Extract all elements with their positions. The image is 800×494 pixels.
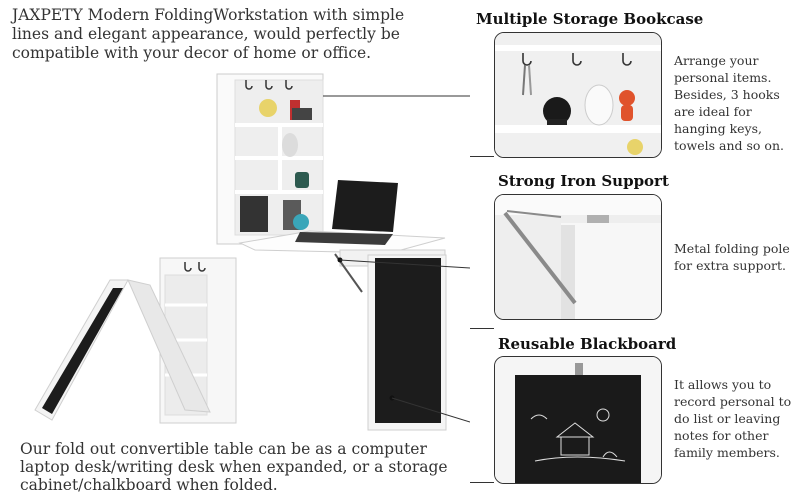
leader-line-blackboard: [470, 482, 494, 483]
storage-detail-panel: [494, 32, 662, 158]
intro-text: JAXPETY Modern FoldingWorkstation with s…: [12, 6, 405, 62]
feature-desc-storage: Arrange your personal items. Besides, 3 …: [674, 53, 784, 153]
feature-desc-blackboard: It allows you to record personal to do l…: [674, 377, 792, 460]
feature-title-storage: Multiple Storage Bookcase: [476, 10, 704, 28]
support-detail-panel: [494, 194, 662, 320]
blackboard-detail-panel: [494, 356, 662, 484]
feature-desc-support: Metal folding pole for extra support.: [674, 241, 790, 273]
feature-title-support: Strong Iron Support: [498, 172, 669, 190]
support-detail-image: [495, 195, 661, 319]
wall-cabinet-open: [216, 73, 324, 245]
blackboard-detail-image: [495, 357, 661, 483]
leader-line-support: [470, 328, 494, 329]
product-illustration: [34, 73, 470, 431]
storage-detail-image: [495, 33, 661, 157]
leader-line-storage: [470, 156, 494, 157]
feature-title-blackboard: Reusable Blackboard: [498, 335, 677, 353]
footer-text: Our fold out convertible table can be as…: [20, 440, 448, 494]
folded-cabinet: [34, 257, 237, 424]
desk-blackboard: [367, 254, 447, 431]
laptop: [295, 180, 398, 245]
